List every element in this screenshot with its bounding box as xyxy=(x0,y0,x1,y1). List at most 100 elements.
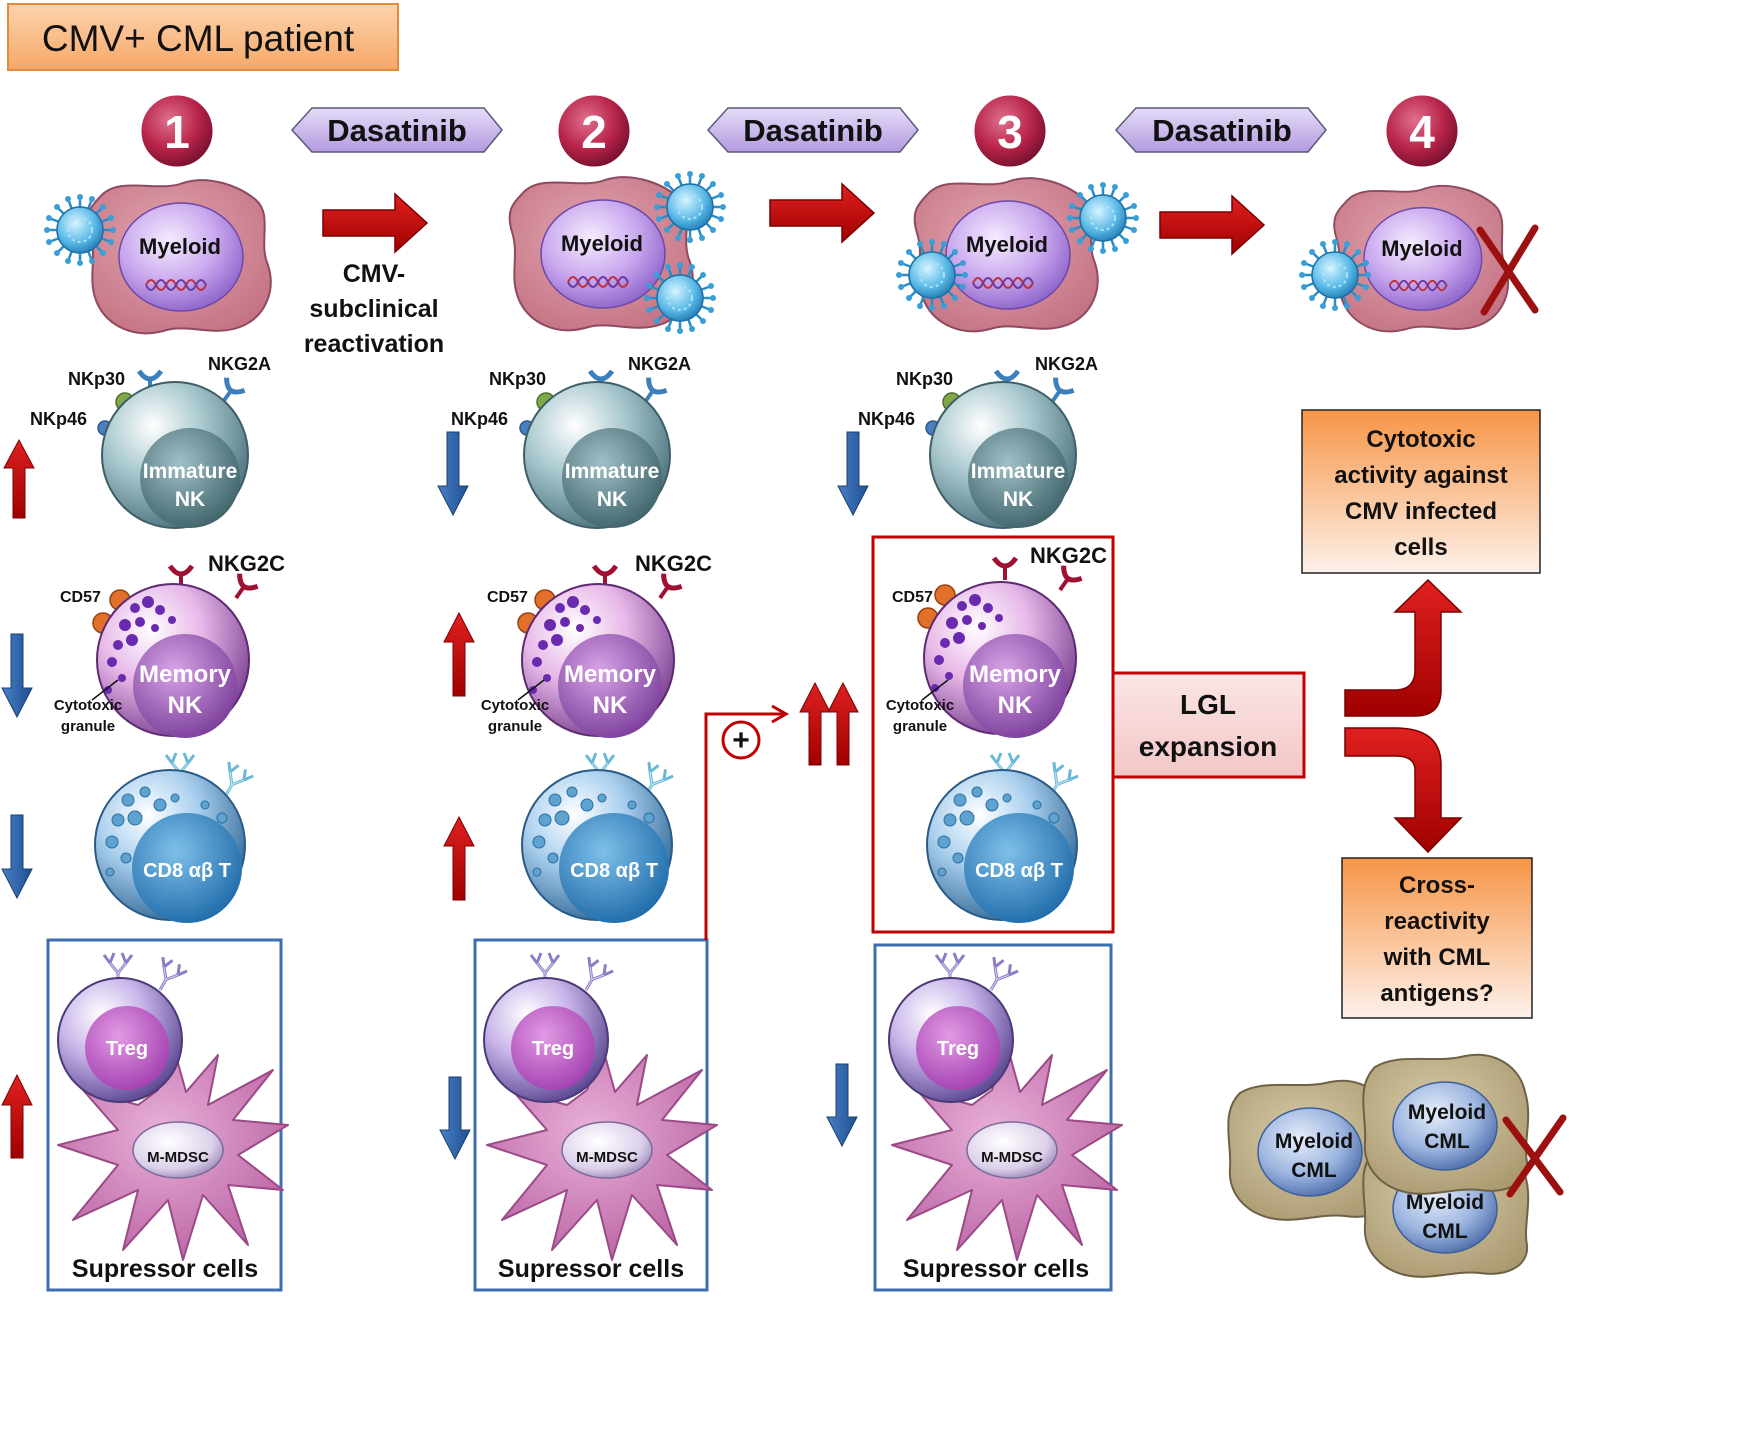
outcome-cytotoxic-box: Cytotoxic activity against CMV infected … xyxy=(1301,409,1541,574)
plus-sign: + xyxy=(732,724,750,757)
svg-text:M-MDSC: M-MDSC xyxy=(147,1149,209,1166)
nkg2a-label: NKG2A xyxy=(208,354,271,374)
svg-text:Cytotoxic: Cytotoxic xyxy=(1366,426,1475,453)
svg-text:Supressor cells: Supressor cells xyxy=(903,1255,1089,1283)
diagram-canvas: CMV+ CML patient 1 2 3 4 Dasatinib Dasat… xyxy=(1,3,1567,1292)
cytotoxic-granule-label: granule xyxy=(61,718,115,735)
nkp46-label: NKp46 xyxy=(451,409,508,429)
cytotoxic-granule-label: Cytotoxic xyxy=(886,697,954,714)
cytotoxic-granule-label: Cytotoxic xyxy=(54,697,122,714)
svg-text:CML: CML xyxy=(1291,1159,1337,1182)
svg-text:M-MDSC: M-MDSC xyxy=(576,1149,638,1166)
increase-arrow xyxy=(3,438,35,519)
nkp46-label: NKp46 xyxy=(30,409,87,429)
increase-arrow xyxy=(827,681,859,766)
svg-text:NK: NK xyxy=(597,488,627,511)
suppressor-cells-box-3: M-MDSC Treg Supressor cells xyxy=(873,943,1123,1292)
decrease-arrow xyxy=(1,814,33,900)
cytotoxic-granule-label: granule xyxy=(488,718,542,735)
progression-arrow-3 xyxy=(1159,194,1266,256)
suppressor-cells-box-1: M-MDSC Treg Supressor cells xyxy=(46,938,289,1292)
step-1-badge: 1 xyxy=(138,92,216,170)
immature-nk-cell-3: Immature NK xyxy=(925,371,1077,529)
svg-text:LGL: LGL xyxy=(1180,689,1236,720)
cd8-t-cell-2: CD8 αβ T xyxy=(521,751,676,923)
dasatinib-badge-2: Dasatinib xyxy=(706,107,919,153)
svg-text:activity against: activity against xyxy=(1334,462,1507,489)
branch-arrow-up xyxy=(1344,578,1463,717)
svg-text:CD8 αβ T: CD8 αβ T xyxy=(143,860,231,882)
cml-cell: Myeloid CML xyxy=(1362,1053,1530,1195)
cytotoxic-granule-label: Cytotoxic xyxy=(481,697,549,714)
increase-arrow xyxy=(799,681,831,766)
svg-text:Dasatinib: Dasatinib xyxy=(1152,113,1292,148)
nkg2a-label: NKG2A xyxy=(1035,354,1098,374)
memory-nk-cell-1: Memory NK xyxy=(91,566,258,738)
progression-arrow-2 xyxy=(769,182,876,244)
svg-text:Memory: Memory xyxy=(969,661,1062,688)
dasatinib-badge-3: Dasatinib xyxy=(1114,107,1327,153)
svg-text:Myeloid: Myeloid xyxy=(1275,1130,1353,1153)
cd57-label: CD57 xyxy=(487,589,528,606)
svg-text:subclinical: subclinical xyxy=(309,295,438,323)
svg-text:antigens?: antigens? xyxy=(1380,980,1493,1007)
immature-nk-cell-2: Immature NK xyxy=(519,371,671,529)
branch-arrow-down xyxy=(1344,727,1463,854)
svg-text:Supressor cells: Supressor cells xyxy=(498,1255,684,1283)
svg-text:Myeloid: Myeloid xyxy=(1408,1101,1486,1124)
step-2-badge: 2 xyxy=(555,92,633,170)
increase-arrow xyxy=(1,1073,33,1159)
dasatinib-badge-1: Dasatinib xyxy=(290,107,503,153)
svg-text:2: 2 xyxy=(581,106,607,158)
svg-text:NK: NK xyxy=(168,692,203,719)
cd57-label: CD57 xyxy=(60,589,101,606)
nkg2c-label: NKG2C xyxy=(208,551,285,576)
decrease-arrow xyxy=(439,1076,471,1161)
nkp30-label: NKp30 xyxy=(68,369,125,389)
nkp30-label: NKp30 xyxy=(896,369,953,389)
decrease-arrow xyxy=(837,431,869,517)
svg-text:CD8 αβ T: CD8 αβ T xyxy=(570,860,658,882)
svg-text:CML: CML xyxy=(1422,1220,1468,1243)
nkp46-label: NKp46 xyxy=(858,409,915,429)
stimulation-connector: + xyxy=(704,704,790,940)
step-3-badge: 3 xyxy=(971,92,1049,170)
increase-arrow xyxy=(443,815,475,901)
svg-text:Treg: Treg xyxy=(937,1038,979,1060)
title-box xyxy=(7,3,399,71)
cml-cell: Myeloid CML xyxy=(1227,1079,1395,1221)
svg-text:Treg: Treg xyxy=(106,1038,148,1060)
svg-text:Memory: Memory xyxy=(139,661,232,688)
myeloid-cell-2: Myeloid xyxy=(508,176,694,332)
memory-nk-cell-2: Memory NK xyxy=(517,566,682,738)
cytotoxic-granule-label: granule xyxy=(893,718,947,735)
suppressor-cells-box-2: M-MDSC Treg Supressor cells xyxy=(473,938,718,1292)
svg-text:Myeloid: Myeloid xyxy=(1406,1191,1484,1214)
svg-text:Myeloid: Myeloid xyxy=(139,234,221,259)
svg-text:Dasatinib: Dasatinib xyxy=(743,113,883,148)
svg-text:Supressor cells: Supressor cells xyxy=(72,1255,258,1283)
svg-text:CD8 αβ T: CD8 αβ T xyxy=(975,860,1063,882)
svg-text:M-MDSC: M-MDSC xyxy=(981,1149,1043,1166)
cd8-t-cell-3: CD8 αβ T xyxy=(926,751,1081,923)
svg-text:CML: CML xyxy=(1424,1130,1470,1153)
immature-nk-cell-1: Immature NK xyxy=(97,371,249,529)
svg-text:3: 3 xyxy=(997,106,1023,158)
cmv-reactivation-label: CMV- subclinical reactivation xyxy=(304,260,444,358)
svg-text:expansion: expansion xyxy=(1139,731,1277,762)
svg-text:NK: NK xyxy=(998,692,1033,719)
svg-text:reactivity: reactivity xyxy=(1384,908,1490,935)
decrease-arrow xyxy=(826,1063,858,1148)
cross-icon xyxy=(1502,1114,1567,1198)
svg-text:NK: NK xyxy=(593,692,628,719)
nkg2a-label: NKG2A xyxy=(628,354,691,374)
nkg2c-label: NKG2C xyxy=(1030,543,1107,568)
nkg2c-label: NKG2C xyxy=(635,551,712,576)
svg-text:Dasatinib: Dasatinib xyxy=(327,113,467,148)
svg-text:Immature: Immature xyxy=(971,460,1066,483)
outcome-cross-reactivity-box: Cross- reactivity with CML antigens? xyxy=(1341,857,1533,1019)
svg-text:Cross-: Cross- xyxy=(1399,872,1475,899)
page-title: CMV+ CML patient xyxy=(42,18,355,59)
cd57-label: CD57 xyxy=(892,589,933,606)
nkp30-label: NKp30 xyxy=(489,369,546,389)
